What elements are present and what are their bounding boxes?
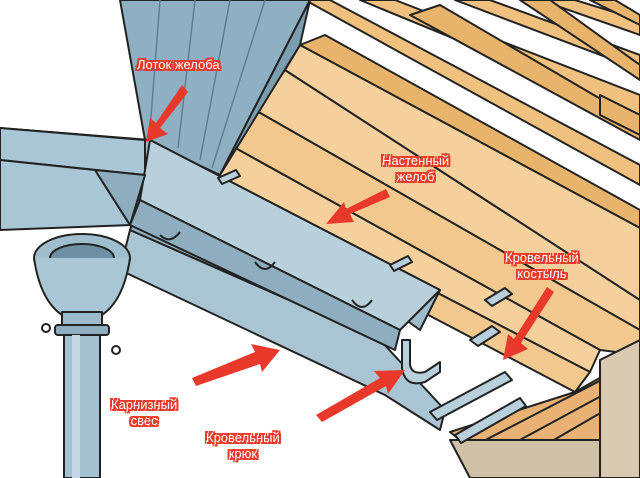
label-eave-overhang: Карнизный свес xyxy=(111,397,177,429)
arrow-gutter-tray xyxy=(146,85,188,142)
label-roof-bracket-line2: костыль xyxy=(517,266,567,281)
label-wall-gutter: Настенный желоб xyxy=(382,153,449,185)
label-gutter-tray: Лоток желоба xyxy=(137,57,220,73)
label-roof-hook: Кровельный крюк xyxy=(206,430,280,462)
callout-arrows xyxy=(146,85,554,422)
arrow-eave-overhang xyxy=(192,344,280,386)
downpipe xyxy=(0,159,146,478)
hardware xyxy=(217,169,527,444)
wall xyxy=(449,339,640,478)
label-gutter-tray-text: Лоток желоба xyxy=(137,57,220,72)
label-roof-bracket-line1: Кровельный xyxy=(505,250,579,265)
label-wall-gutter-line2: желоб xyxy=(396,169,435,184)
metal-roof xyxy=(119,0,311,176)
label-eave-overhang-line1: Карнизный xyxy=(111,397,178,412)
label-eave-overhang-line2: свес xyxy=(130,413,158,428)
label-roof-bracket: Кровельный костыль xyxy=(505,250,579,282)
arrow-roof-bracket xyxy=(503,287,554,360)
label-roof-hook-line1: Кровельный xyxy=(206,430,280,445)
rafters xyxy=(299,0,640,229)
arrow-wall-gutter xyxy=(326,189,390,224)
label-wall-gutter-line1: Настенный xyxy=(382,153,450,168)
arrow-roof-hook xyxy=(316,370,405,422)
label-roof-hook-line2: крюк xyxy=(228,446,258,461)
